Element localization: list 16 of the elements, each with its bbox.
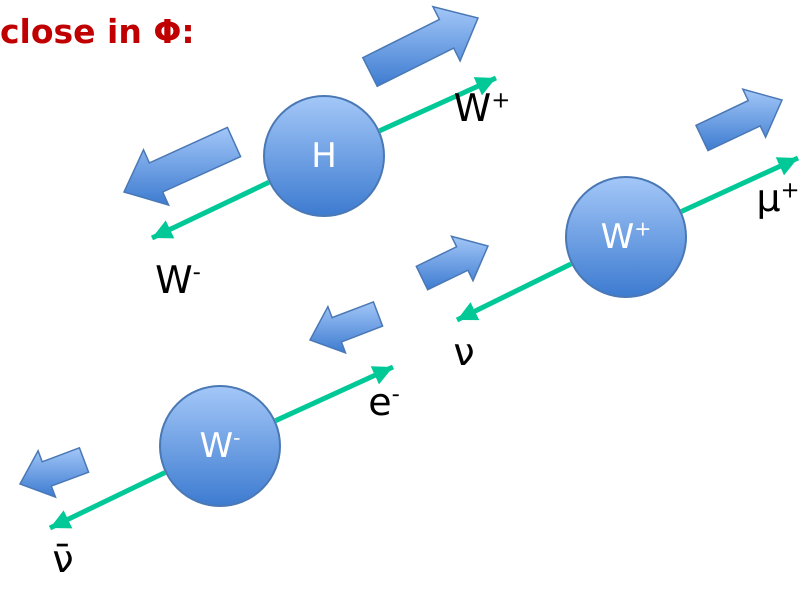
arrow (150, 180, 270, 240)
particle-label: e$^{-}$ (360, 367, 408, 437)
title: close in Φ: (0, 12, 195, 51)
arrow (48, 470, 166, 530)
particle-label: W$^{-}$ (200, 426, 240, 466)
arrow (378, 76, 498, 134)
particle-label: W$^{+}$ (600, 217, 652, 257)
particle-label: ν (443, 322, 485, 382)
particle-label: μ$^{+}$ (752, 158, 804, 238)
arrow (680, 156, 800, 214)
particle-label: W$^{-}$ (146, 240, 210, 320)
particle-label: H (311, 136, 337, 176)
particle-label: W$^{+}$ (450, 78, 514, 138)
arrow (274, 364, 394, 423)
arrow (456, 262, 572, 322)
particle-label: ν̄ (42, 530, 84, 588)
